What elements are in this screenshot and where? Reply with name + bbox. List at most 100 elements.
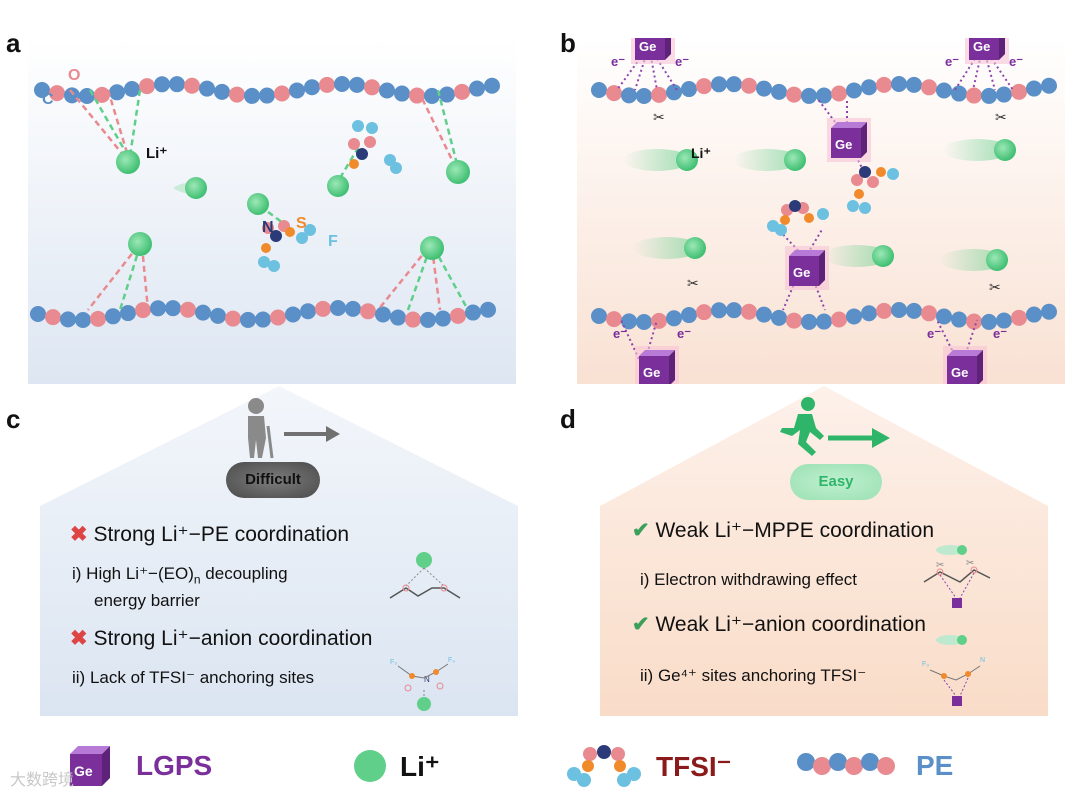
peo-li-structure [389, 552, 461, 599]
chain-bead [94, 86, 110, 103]
chain-bead [49, 85, 65, 102]
svg-text:e⁻: e⁻ [993, 326, 1007, 341]
li-ion-moving [633, 237, 706, 259]
runner-icon [780, 397, 890, 456]
check-icon: ✔ [632, 613, 650, 636]
chain-bead [966, 87, 982, 104]
chain-bead [636, 87, 652, 104]
chain-bead [846, 308, 862, 325]
chain-bead [711, 302, 727, 319]
chain-bead [199, 80, 215, 97]
chain-bead [681, 81, 697, 98]
panel-label-b: b [560, 28, 576, 58]
chain-bead [621, 313, 637, 330]
svg-text:e⁻: e⁻ [677, 326, 691, 341]
chain-bead [906, 302, 922, 319]
chain-bead [606, 311, 622, 328]
chain-bead [981, 87, 997, 104]
chain-bead [375, 306, 391, 323]
struct-label-f3: F₃ [448, 657, 455, 664]
chain-bead [831, 311, 847, 328]
panel-c-house [40, 386, 518, 716]
li-ion [327, 175, 349, 197]
chain-bead [484, 77, 500, 94]
li-label: Li⁺ [146, 145, 167, 162]
chain-bead [1026, 80, 1042, 97]
chain-bead [465, 304, 481, 321]
chain-bead [621, 87, 637, 104]
chain-bead [606, 85, 622, 102]
chain-bead [139, 78, 155, 95]
chain-bead [786, 312, 802, 329]
d-header-1: ✔ Weak Li⁺−MPPE coordination [632, 518, 934, 543]
struct-label-n: N [980, 657, 985, 664]
chain-bead [30, 306, 46, 322]
chain-bead [636, 313, 652, 330]
ge-cube-label: Ge [793, 265, 810, 280]
panel-label-c: c [6, 404, 21, 434]
chain-bead [891, 76, 907, 93]
chain-bead [405, 311, 421, 328]
chain-bead [420, 311, 436, 328]
legend-tfsi: TFSI⁻ [656, 751, 732, 782]
chain-bead [696, 78, 712, 95]
c-sub-2: ii) Lack of TFSI⁻ anchoring sites [72, 668, 315, 687]
d-header-1-text: Weak Li⁺−MPPE coordination [655, 519, 935, 542]
chain-bead [966, 313, 982, 330]
chain-bead [349, 76, 365, 93]
svg-text:✂: ✂ [936, 560, 944, 571]
pe-chain-bottom [30, 300, 496, 328]
chain-bead [876, 302, 892, 319]
chain-bead [240, 311, 256, 328]
c-header-2-text: Strong Li⁺−anion coordination [93, 627, 373, 650]
svg-text:e⁻: e⁻ [945, 54, 959, 69]
chain-bead [394, 85, 410, 102]
chain-bead [921, 305, 937, 322]
chain-bead [135, 302, 151, 319]
chain-bead [1041, 303, 1057, 320]
difficult-badge: Difficult [226, 462, 320, 498]
chain-bead [726, 76, 742, 93]
elderly-person-icon [248, 398, 340, 459]
chain-bead [921, 79, 937, 96]
chain-bead [741, 303, 757, 320]
pe-chain-top [34, 76, 500, 104]
chain-bead [450, 307, 466, 324]
chain-bead [409, 87, 425, 104]
watermark: 大数跨境 [10, 772, 75, 789]
chain-bead [846, 82, 862, 99]
chain-bead [891, 302, 907, 319]
electron-labels: e⁻e⁻ e⁻e⁻ e⁻e⁻ e⁻e⁻ [611, 54, 1023, 341]
chain-bead [180, 301, 196, 318]
ge-cube-label: Ge [951, 365, 968, 380]
panel-a-diagram: O C Li⁺ N S F [28, 38, 516, 384]
chain-bead [666, 84, 682, 101]
li-ion [247, 193, 269, 215]
chain-bead [424, 87, 440, 104]
chain-bead [651, 86, 667, 103]
atom-label-n: N [262, 219, 274, 236]
chain-bead [1041, 77, 1057, 94]
tfsi-molecule [258, 220, 316, 272]
chain-bead [379, 82, 395, 99]
chain-bead [786, 86, 802, 103]
chain-bead [996, 86, 1012, 103]
li-ion-moving [733, 149, 806, 171]
chain-bead [996, 312, 1012, 329]
chain-bead [165, 300, 181, 317]
li-ion [420, 236, 444, 260]
ge-cube-icon: Ge [70, 746, 110, 786]
chain-bead [801, 313, 817, 330]
li-ion-moving [939, 249, 1008, 271]
chain-bead [64, 87, 80, 104]
chain-bead [439, 86, 455, 103]
ge-cube: Ge [631, 38, 675, 64]
tfsi-molecule [847, 166, 899, 214]
chain-bead [831, 85, 847, 102]
chain-bead [120, 305, 136, 322]
chain-bead [360, 303, 376, 320]
ge-cube: Ge [827, 118, 871, 162]
atom-label-c: C [42, 91, 54, 108]
chain-bead [591, 82, 607, 98]
li-ion [446, 160, 470, 184]
